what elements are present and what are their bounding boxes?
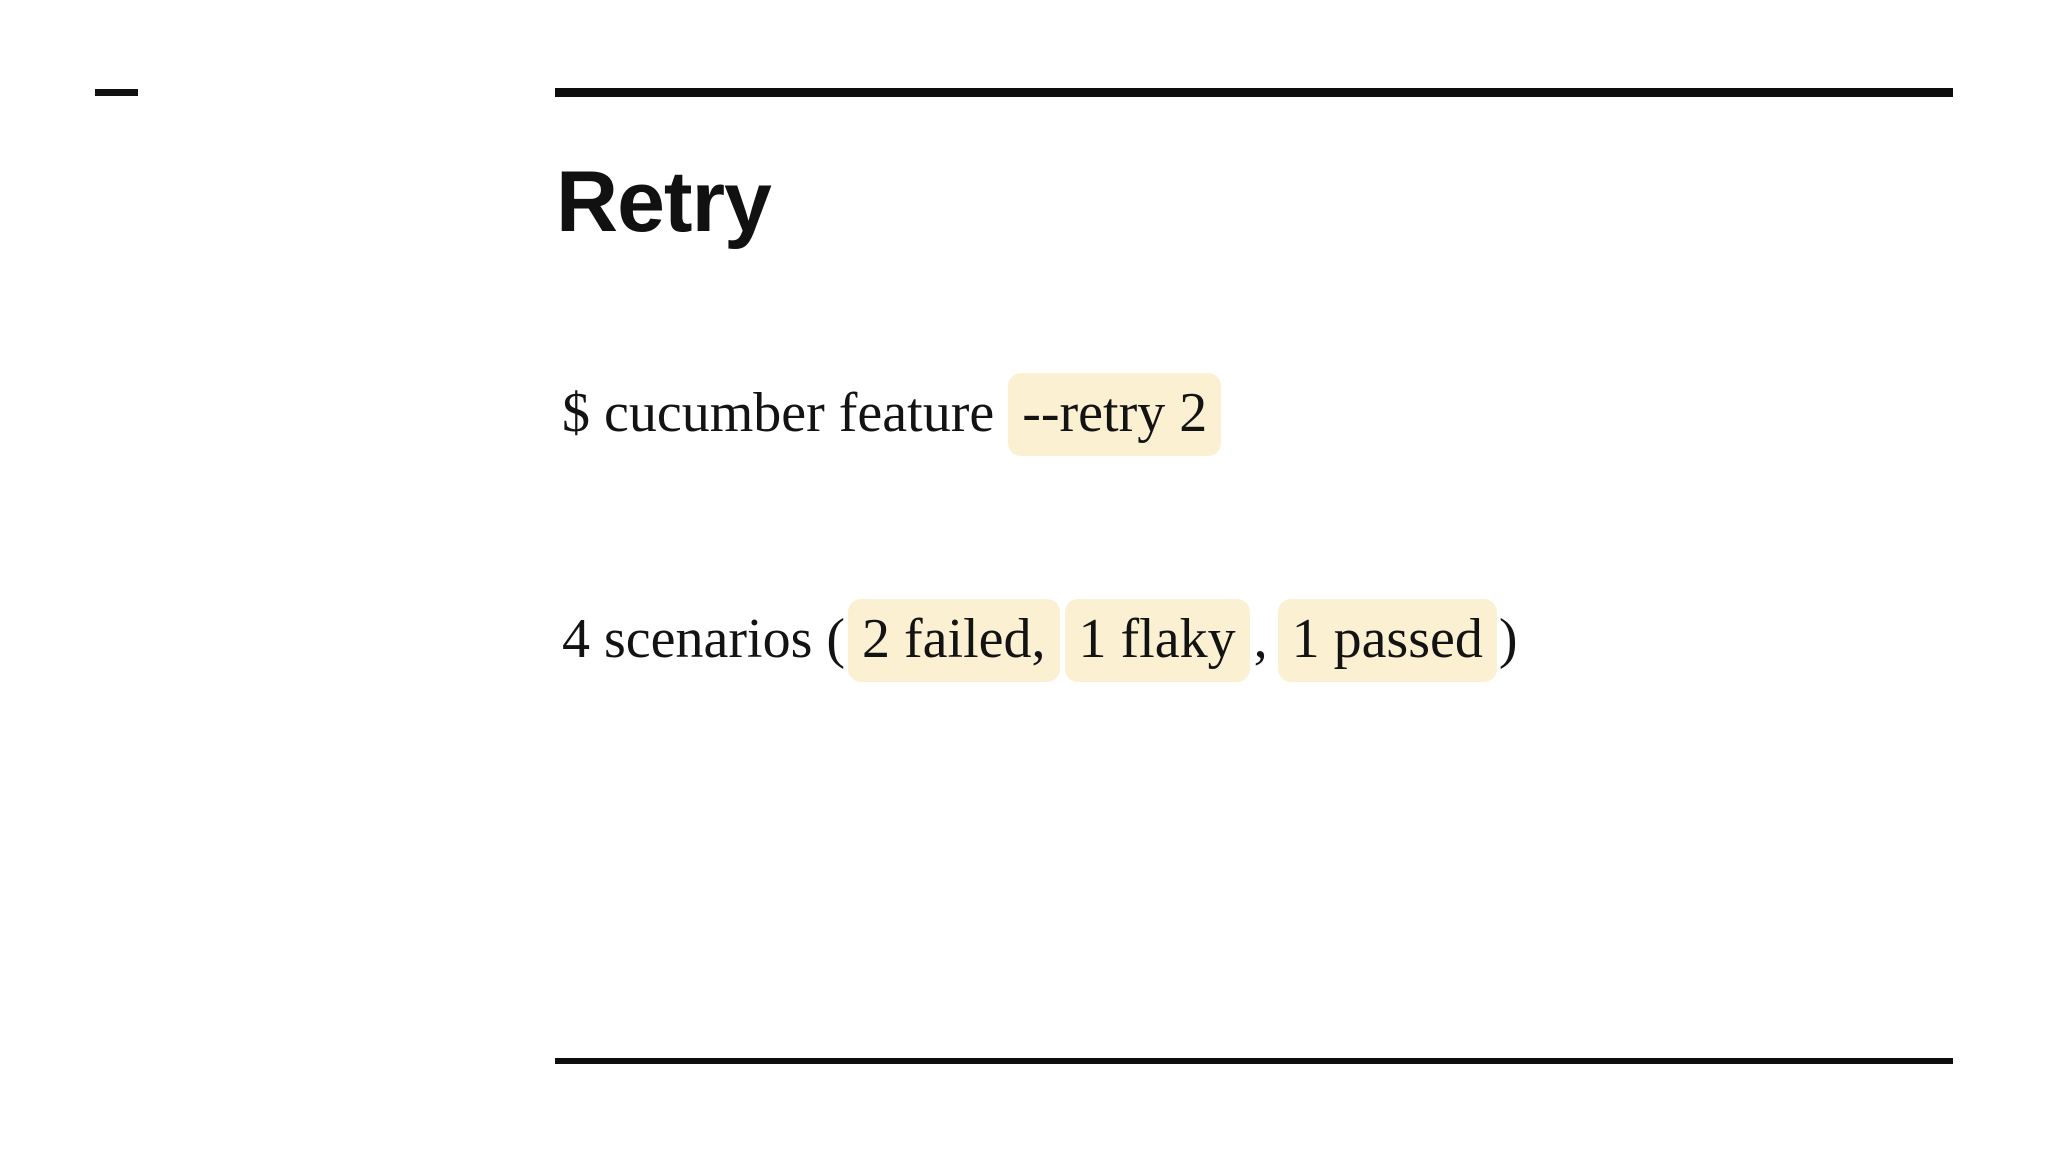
results-line: 4 scenarios ( 2 failed, 1 flaky , 1 pass… [562, 599, 1518, 682]
bottom-rule [555, 1058, 1953, 1064]
slide-title: Retry [556, 154, 772, 250]
top-rule [555, 88, 1953, 97]
results-suffix: ) [1498, 608, 1518, 670]
passed-count-highlight: 1 passed [1277, 599, 1497, 682]
flaky-count-highlight: 1 flaky [1064, 599, 1250, 682]
corner-dash-mark [95, 89, 138, 96]
retry-flag-highlight: --retry 2 [1008, 373, 1222, 456]
command-prefix: $ cucumber feature [562, 382, 995, 444]
results-prefix: 4 scenarios ( [562, 608, 846, 670]
failed-count-highlight: 2 failed, [848, 599, 1060, 682]
command-line: $ cucumber feature --retry 2 [562, 373, 1222, 456]
results-separator: , [1253, 608, 1268, 670]
